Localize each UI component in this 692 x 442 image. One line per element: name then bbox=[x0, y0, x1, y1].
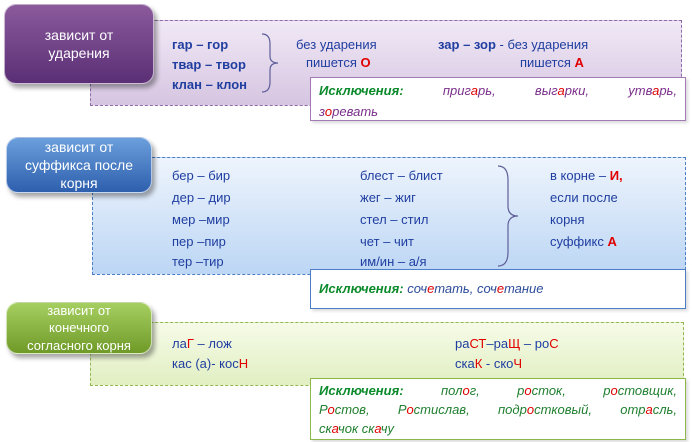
root-pair: дер – дир bbox=[172, 190, 231, 205]
label-line: суффикса после bbox=[25, 156, 133, 173]
exceptions-box: Исключения: полог, росток, ростовщик, Ро… bbox=[310, 378, 686, 440]
exception-word: утварь, bbox=[628, 83, 677, 98]
exception-word: полог, bbox=[441, 383, 480, 398]
root-pair: бер – бир bbox=[172, 168, 231, 183]
exceptions-box: Исключения: сочетать, сочетание bbox=[310, 269, 686, 309]
brace-icon bbox=[261, 33, 279, 93]
exception-word: подростковый, bbox=[498, 402, 592, 417]
label-line: конечного bbox=[49, 320, 109, 336]
exception-word: Ростов, bbox=[319, 402, 370, 417]
rule-text: суффикс А bbox=[550, 234, 617, 249]
exception-word: зоревать bbox=[319, 104, 378, 119]
root-pair: чет – чит bbox=[360, 234, 414, 249]
root-pair: зар – зор bbox=[438, 37, 496, 52]
label-line: корня bbox=[60, 175, 98, 192]
exceptions-heading: Исключения: bbox=[319, 83, 404, 98]
letter-a: А bbox=[607, 234, 617, 249]
exception-word: росток, bbox=[517, 383, 566, 398]
label-depends-on-suffix: зависит от суффикса после корня bbox=[6, 137, 152, 193]
root-pair: мер –мир bbox=[172, 212, 230, 227]
root-pair: им/ин – а/я bbox=[360, 254, 427, 269]
root-pair: стел – стил bbox=[360, 212, 429, 227]
rule-text: корня bbox=[550, 212, 585, 227]
root-pair: клан – клон bbox=[172, 77, 248, 92]
letter-a: А bbox=[574, 55, 584, 70]
exception-word: Ростислав, bbox=[397, 402, 470, 417]
exception-word: отрасль, bbox=[620, 402, 677, 417]
exception-word: пригарь, bbox=[442, 83, 496, 98]
rule-text: пишется А bbox=[520, 55, 584, 70]
exception-word: ростовщик, bbox=[603, 383, 677, 398]
brace-icon bbox=[497, 165, 519, 267]
root-pair: гар – гор bbox=[172, 37, 229, 52]
label-line: зависит от bbox=[47, 302, 111, 318]
label-depends-on-stress: зависит от ударения bbox=[4, 4, 154, 84]
root-pair: блест – блист bbox=[360, 168, 443, 183]
label-line: зависит от bbox=[44, 26, 114, 43]
section-suffix-content bbox=[92, 157, 686, 275]
exception-word: скачок скачу bbox=[319, 421, 394, 436]
letter-o: О bbox=[360, 55, 371, 70]
label-line: зависит от bbox=[44, 138, 114, 155]
root-pair: пер –пир bbox=[172, 234, 226, 249]
root-pair: раСТ–раЩ – роС bbox=[455, 336, 559, 351]
rule-text: без ударения bbox=[296, 37, 377, 52]
rule-text: если после bbox=[550, 190, 618, 205]
exception-words: сочетать, сочетание bbox=[407, 281, 544, 296]
label-line: согласного корня bbox=[27, 337, 131, 353]
root-pair: кас (а)- косН bbox=[172, 356, 249, 371]
exceptions-heading: Исключения: bbox=[319, 281, 404, 296]
root-pair: твар – твор bbox=[172, 57, 246, 72]
root-pair: тер –тир bbox=[172, 254, 224, 269]
section-consonant-content bbox=[90, 322, 684, 386]
root-pair: лаГ – лож bbox=[172, 336, 232, 351]
root-pair: жег – жиг bbox=[360, 190, 416, 205]
exception-word: выгарки, bbox=[534, 83, 589, 98]
label-line: ударения bbox=[48, 45, 110, 61]
rule-text: пишется О bbox=[306, 55, 371, 70]
label-depends-on-final-consonant: зависит от конечного согласного корня bbox=[6, 302, 152, 354]
rule-text: в корне – И, bbox=[550, 168, 623, 183]
letter-i: И, bbox=[609, 168, 623, 183]
exceptions-box: Исключения: пригарь, выгарки, утварь, зо… bbox=[310, 77, 686, 121]
root-pair: скаК - скоЧ bbox=[455, 356, 523, 371]
exceptions-heading: Исключения: bbox=[319, 383, 404, 398]
rule-text: зар – зор - без ударения bbox=[438, 37, 589, 52]
